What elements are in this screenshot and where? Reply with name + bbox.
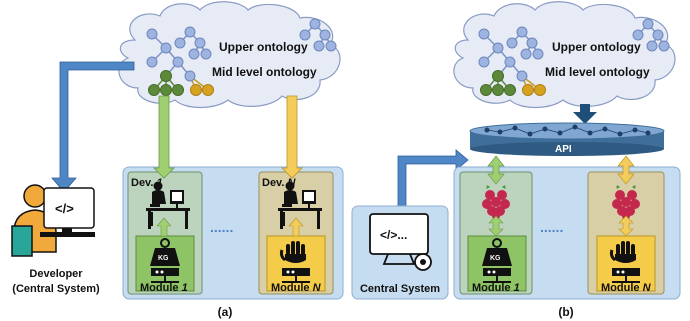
module1-label: Module 1: [472, 282, 520, 294]
ellipsis-dots: ......: [540, 219, 563, 235]
yellow-bidirectional-arrow-small: [618, 215, 634, 237]
api-disk: API: [469, 122, 665, 156]
ellipsis-dots: ......: [210, 219, 233, 235]
central-system-label: Central System: [360, 283, 440, 295]
blue-arrow-to-developer: [51, 61, 135, 193]
svg-text:</>...: </>...: [380, 228, 407, 242]
upper-ontology-label: Upper ontology: [552, 40, 641, 54]
caption-a: (a): [218, 305, 233, 319]
green-arrow-up-module1: [156, 217, 172, 237]
ontology-cloud-b: [453, 1, 676, 109]
caption-b: (b): [558, 305, 573, 319]
upper-ontology-label: Upper ontology: [219, 40, 308, 54]
developer-sublabel: (Central System): [12, 283, 100, 295]
ontology-cloud-a: [118, 1, 341, 109]
module1-label: Module 1: [140, 282, 188, 294]
dark-arrow-to-api: [573, 104, 597, 124]
diagram-b: Upper ontology Mid level ontology: [351, 1, 681, 319]
kg-label: KG: [490, 255, 501, 262]
computer-settings-icon: </>...: [369, 213, 432, 271]
kg-label: KG: [158, 255, 169, 262]
code-icon: </>: [55, 201, 74, 216]
mid-ontology-label: Mid level ontology: [545, 65, 650, 79]
blue-arrow-central-to-api: [397, 149, 469, 211]
yellow-arrow-down-devN: [281, 95, 303, 179]
mid-ontology-label: Mid level ontology: [212, 65, 317, 79]
api-label: API: [555, 144, 572, 155]
green-arrow-down-dev1: [153, 95, 175, 179]
yellow-arrow-up-moduleN: [288, 217, 304, 237]
yellow-bidirectional-arrow: [617, 155, 635, 185]
developer-icon: </>: [11, 184, 95, 257]
diagram-a: Upper ontology Mid level ontology Dev. 1…: [11, 1, 344, 319]
moduleN-label: Module N: [271, 282, 322, 294]
green-bidirectional-arrow: [487, 155, 505, 185]
developer-label: Developer: [29, 268, 83, 280]
moduleN-label: Module N: [601, 282, 652, 294]
green-bidirectional-arrow-small: [488, 215, 504, 237]
